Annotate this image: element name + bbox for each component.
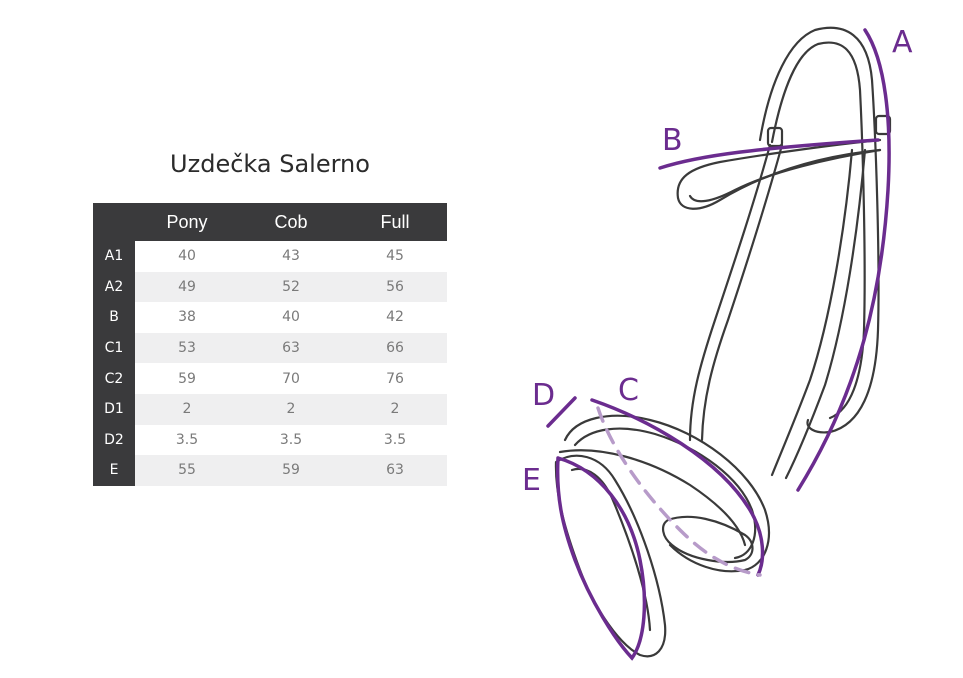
table-cell: 53: [135, 332, 239, 364]
table-cell: 70: [239, 363, 343, 394]
measure-c-line: [590, 398, 765, 577]
table-cell: 63: [239, 332, 343, 364]
table-cell: 2: [239, 393, 343, 425]
table-cell: 52: [239, 271, 343, 303]
table-cell: 45: [343, 241, 447, 272]
table-cell: 66: [343, 332, 447, 364]
label-a: A: [892, 25, 913, 60]
table-cell: 40: [135, 241, 239, 272]
table-cell: 56: [343, 271, 447, 303]
header-cob: Cob: [239, 203, 343, 241]
row-label: C2: [93, 363, 135, 394]
measurement-lines: [546, 28, 891, 661]
table-cell: 63: [343, 455, 447, 486]
row-label: A1: [93, 241, 135, 272]
header-corner: [93, 203, 135, 241]
label-d: D: [532, 378, 555, 413]
row-label: B: [93, 302, 135, 333]
table-cell: 55: [135, 455, 239, 486]
measure-c-dashed-line: [596, 406, 762, 577]
table-cell: 76: [343, 363, 447, 394]
chart-title: Uzdečka Salerno: [170, 150, 370, 178]
row-label: E: [93, 455, 135, 486]
table-cell: 3.5: [343, 424, 447, 456]
table-cell: 3.5: [135, 424, 239, 456]
row-label: A2: [93, 271, 135, 303]
table-cell: 59: [239, 455, 343, 486]
table-cell: 49: [135, 271, 239, 303]
label-b: B: [662, 123, 683, 158]
table-cell: 43: [239, 241, 343, 272]
measure-d-line: [546, 396, 577, 428]
table-cell: 38: [135, 302, 239, 333]
header-pony: Pony: [135, 203, 239, 241]
bridle-outline: [554, 26, 892, 658]
table-cell: 40: [239, 302, 343, 333]
measure-e-line: [555, 456, 647, 661]
table-cell: 3.5: [239, 424, 343, 456]
row-label: C1: [93, 332, 135, 364]
table-header-row: Pony Cob Full: [93, 203, 447, 241]
row-label: D1: [93, 393, 135, 425]
measure-a-line: [796, 28, 891, 492]
table-cell: 2: [135, 393, 239, 425]
table-cell: 2: [343, 393, 447, 425]
measure-b-line: [658, 138, 880, 170]
table-cell: 42: [343, 302, 447, 333]
label-c: C: [618, 373, 639, 408]
label-e: E: [522, 463, 541, 498]
header-full: Full: [343, 203, 447, 241]
table-cell: 59: [135, 363, 239, 394]
row-label: D2: [93, 424, 135, 456]
